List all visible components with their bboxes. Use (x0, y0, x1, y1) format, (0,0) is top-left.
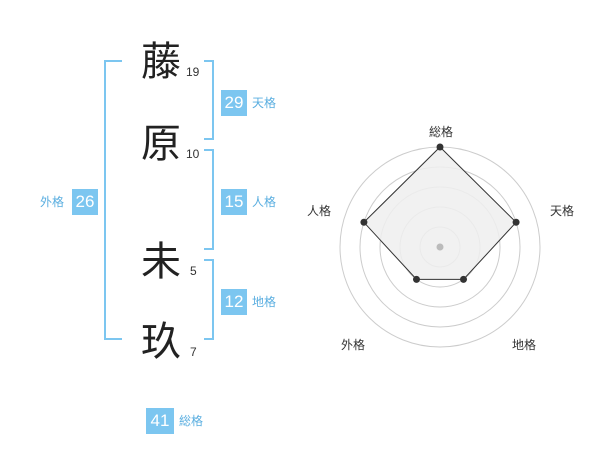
radar-polygon (363, 146, 517, 280)
chikaku-value: 12 (221, 289, 247, 315)
radar-point-4 (360, 218, 368, 226)
gaikaku-label: 外格 (40, 195, 65, 209)
jinkaku-label: 人格 (252, 195, 277, 209)
stroke-count-1: 19 (186, 65, 200, 79)
jinkaku-value: 15 (221, 189, 247, 215)
radar-point-1 (512, 218, 520, 226)
tenkaku-value: 29 (221, 90, 247, 116)
name-char-4: 玖 (141, 319, 181, 365)
radar-label-soukaku: 総格 (429, 125, 454, 139)
gaikaku-value: 26 (72, 189, 98, 215)
stroke-count-4: 7 (190, 345, 197, 359)
stroke-count-3: 5 (190, 264, 197, 278)
radar-point-3 (412, 275, 420, 283)
soukaku-value: 41 (146, 408, 174, 434)
radar-label-gaikaku: 外格 (341, 338, 366, 352)
radar-points (360, 143, 520, 283)
radar-point-0 (436, 143, 444, 151)
name-char-1: 藤 (141, 39, 181, 85)
radar-label-chikaku: 地格 (512, 338, 537, 352)
radar-point-2 (460, 275, 468, 283)
radar-center (436, 243, 444, 251)
tenkaku-label: 天格 (252, 96, 277, 110)
soukaku-label: 総格 (179, 414, 204, 428)
name-char-2: 原 (141, 121, 181, 167)
radar-label-tenkaku: 天格 (550, 204, 575, 218)
radar-label-jinkaku: 人格 (307, 204, 332, 218)
name-char-3: 未 (141, 239, 181, 285)
chikaku-label: 地格 (252, 295, 277, 309)
stroke-count-2: 10 (186, 147, 200, 161)
